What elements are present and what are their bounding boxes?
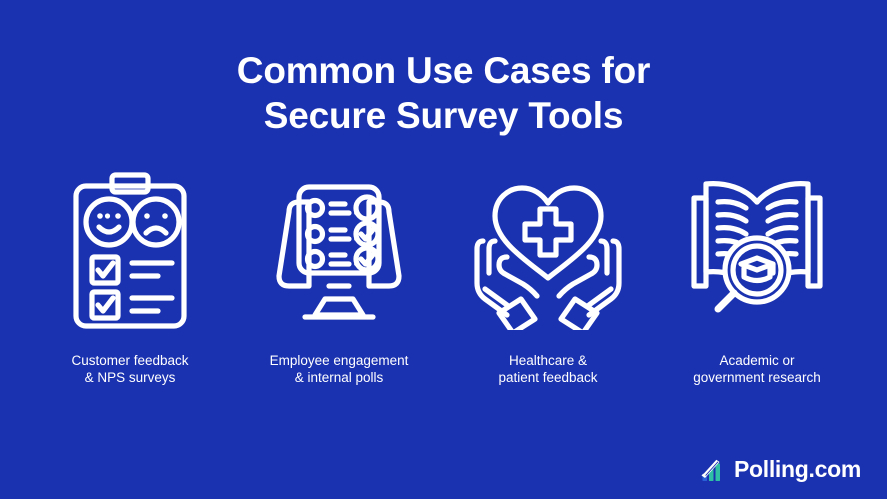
card-caption: Healthcare & patient feedback — [498, 353, 598, 385]
polling-logo[interactable]: Polling.com — [700, 456, 861, 483]
page-title: Common Use Cases for Secure Survey Tools — [0, 48, 887, 138]
book-magnifier-graduation-icon — [682, 172, 832, 332]
card-caption: Customer feedback & NPS surveys — [71, 353, 189, 385]
logo-wordmark: Polling.com — [733, 456, 861, 482]
heart-in-hands-icon — [473, 172, 623, 332]
clipboard-feedback-icon — [66, 172, 194, 332]
card-caption: Academic or government research — [693, 353, 821, 385]
use-case-card-row: Customer feedback & NPS surveys — [0, 172, 887, 386]
use-case-card-employee-engagement: Employee engagement & internal polls — [241, 172, 437, 386]
title-line-2: Secure Survey Tools — [263, 95, 624, 136]
card-caption: Employee engagement & internal polls — [269, 353, 409, 385]
use-case-card-healthcare: Healthcare & patient feedback — [450, 172, 646, 386]
use-case-card-academic-research: Academic or government research — [659, 172, 855, 386]
title-line-1: Common Use Cases for — [236, 50, 651, 91]
use-case-card-customer-feedback: Customer feedback & NPS surveys — [32, 172, 228, 386]
monitor-survey-icon — [261, 172, 417, 332]
bar-chart-logo-icon — [701, 457, 720, 481]
